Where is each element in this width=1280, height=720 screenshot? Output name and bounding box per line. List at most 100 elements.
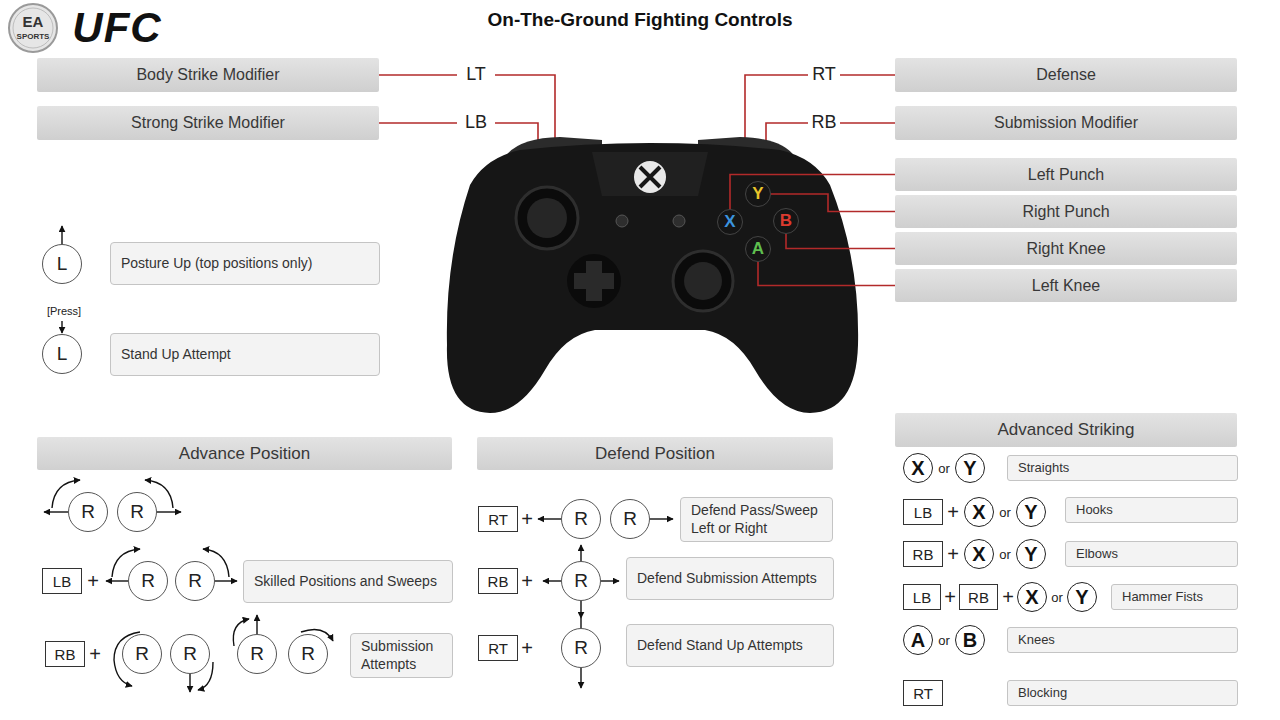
node-text: R [130, 501, 144, 523]
action-desc: Posture Up (top positions only) [110, 242, 380, 285]
node-text: R [301, 643, 315, 665]
stick-circle: R [561, 561, 601, 601]
node-text: Y [1024, 501, 1037, 524]
node-text: Y [752, 184, 763, 204]
plus-sign: + [521, 637, 533, 659]
button-key: RB [903, 541, 943, 567]
node-text: X [972, 543, 985, 566]
node-text: Posture Up (top positions only) [121, 255, 312, 273]
button-circle: Y [955, 453, 985, 483]
stick-circle: R [128, 561, 168, 601]
node-text: X [1025, 586, 1038, 609]
section-header: Advanced Striking [895, 413, 1237, 447]
action-desc: Knees [1007, 627, 1238, 653]
node-text: Submission Attempts [361, 638, 442, 673]
node-text: A [911, 629, 925, 652]
node-text: X [724, 212, 735, 232]
modifier-box: Body Strike Modifier [37, 58, 379, 92]
button-circle: X [964, 497, 994, 527]
button-circle: X [1017, 582, 1047, 612]
leader-connector [758, 262, 895, 286]
button-key: RB [45, 641, 85, 667]
stick-circle: R [237, 634, 277, 674]
button-circle: Y [1016, 539, 1046, 569]
node-text: Defense [1036, 66, 1096, 84]
node-text: Knees [1018, 632, 1055, 648]
face-button: A [745, 236, 771, 262]
node-text: LB [914, 504, 932, 521]
node-text: RT [488, 511, 508, 528]
stick-circle: R [561, 628, 601, 668]
node-text: Left Knee [1032, 277, 1101, 295]
plus-sign: + [1002, 586, 1014, 608]
logo-text: UFC [72, 5, 161, 51]
ea-sports-badge [9, 4, 57, 52]
logo-text: SPORTS [17, 33, 50, 42]
action-desc: Hooks [1065, 497, 1238, 523]
node-text: RB [968, 589, 989, 606]
leader-connector [730, 175, 895, 210]
node-text: R [188, 570, 202, 592]
or-word: or [999, 506, 1011, 520]
or-word: or [999, 548, 1011, 562]
leader-connector [786, 234, 895, 249]
node-text: B [780, 211, 792, 231]
node-text: Advanced Striking [997, 420, 1134, 440]
button-circle: X [903, 453, 933, 483]
node-text: B [963, 629, 977, 652]
node-text: Defend Position [595, 444, 715, 464]
node-text: Defend Pass/Sweep Left or Right [691, 502, 822, 537]
node-text: L [57, 343, 68, 365]
diagram-title: On-The-Ground Fighting Controls [488, 9, 793, 31]
modifier-box: Defense [895, 58, 1237, 92]
action-desc: Stand Up Attempt [110, 333, 380, 376]
action-desc: Straights [1007, 455, 1238, 481]
node-text: L [57, 253, 68, 275]
stick-circle: L [42, 244, 82, 284]
node-text: LB [53, 573, 71, 590]
leader-lines [379, 75, 895, 143]
node-text: Left Punch [1028, 166, 1105, 184]
node-text: R [574, 508, 588, 530]
node-text: Advance Position [179, 444, 310, 464]
node-text: Defend Submission Attempts [637, 570, 817, 588]
or-word: or [1051, 591, 1063, 605]
button-key: LB [903, 499, 943, 525]
plus-sign: + [521, 508, 533, 530]
node-text: RB [55, 646, 76, 663]
button-circle: B [955, 625, 985, 655]
stick-circle: R [117, 492, 157, 532]
node-text: R [135, 643, 149, 665]
node-text: LB [913, 589, 931, 606]
face-button: B [773, 208, 799, 234]
plus-sign: + [521, 570, 533, 592]
node-text: Right Punch [1022, 203, 1109, 221]
action-desc: Submission Attempts [350, 633, 453, 678]
node-text: RT [488, 640, 508, 657]
node-text: Y [1075, 586, 1088, 609]
node-text: Hooks [1076, 502, 1113, 518]
plus-sign: + [947, 543, 959, 565]
press-note: [Press] [47, 305, 81, 317]
trigger-name: LB [465, 113, 487, 133]
node-text: R [183, 643, 197, 665]
node-text: Strong Strike Modifier [131, 114, 285, 132]
node-text: Submission Modifier [994, 114, 1138, 132]
button-key: RT [903, 680, 943, 706]
modifier-box: Strong Strike Modifier [37, 106, 379, 140]
node-text: RB [913, 546, 934, 563]
stick-circle: R [122, 634, 162, 674]
plus-sign: + [944, 586, 956, 608]
action-desc: Elbows [1065, 541, 1238, 567]
action-box: Right Punch [895, 195, 1237, 228]
node-text: Hammer Fists [1122, 589, 1203, 605]
action-desc: Defend Stand Up Attempts [626, 624, 834, 667]
button-circle: Y [1067, 582, 1097, 612]
controller-body [447, 137, 858, 413]
trigger-name: LT [466, 65, 486, 85]
stick-circle: R [175, 561, 215, 601]
stick-circle: R [288, 634, 328, 674]
button-key: RB [959, 584, 998, 610]
button-key: LB [42, 568, 82, 594]
node-text: R [141, 570, 155, 592]
